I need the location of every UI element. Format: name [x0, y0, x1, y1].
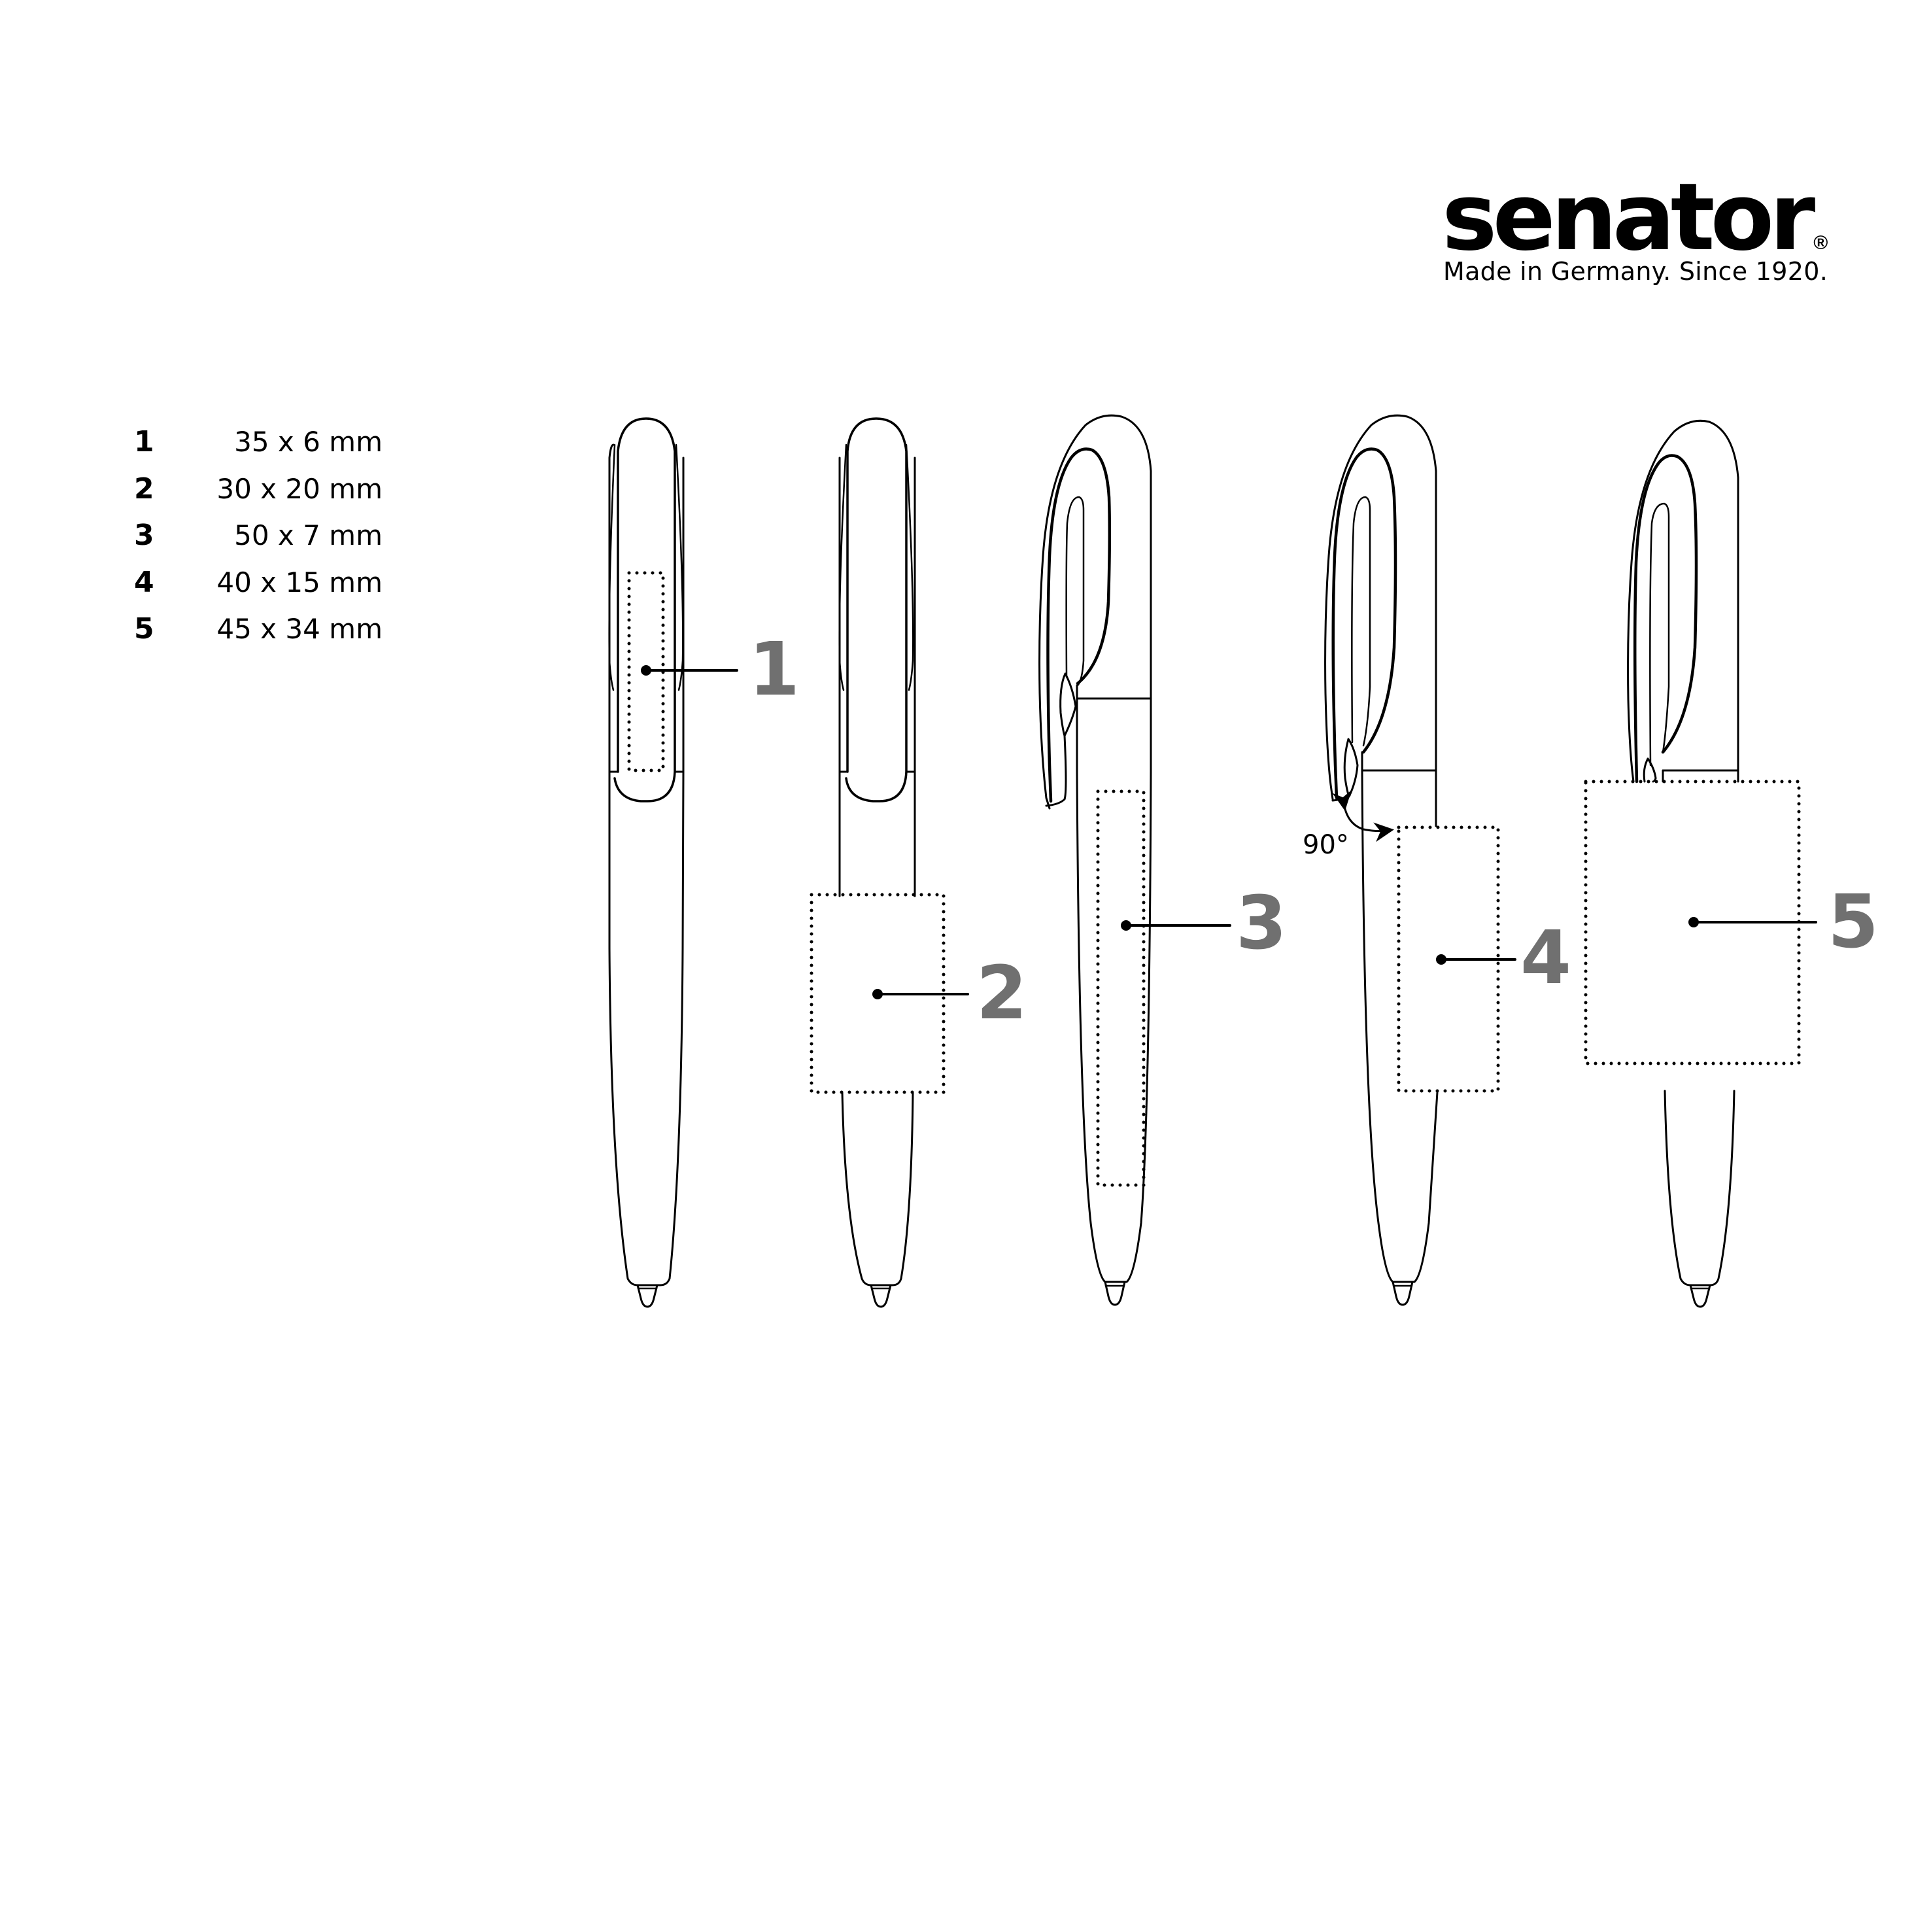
imprint-size-legend: 1 35 x 6 mm 2 30 x 20 mm 3 50 x 7 mm 4 4… [134, 419, 383, 653]
brand-tagline: Made in Germany. Since 1920. [1443, 257, 1828, 286]
legend-number: 4 [134, 565, 154, 599]
legend-row: 2 30 x 20 mm [134, 466, 383, 513]
callout-number-3: 3 [1236, 881, 1287, 966]
pen-3-side-view [1038, 414, 1152, 1306]
legend-size: 40 x 15 mm [216, 566, 383, 598]
pen-4-side-view [1324, 414, 1439, 1306]
legend-size: 50 x 7 mm [234, 519, 383, 552]
legend-number: 3 [134, 519, 154, 553]
pen-5-side-view [1627, 419, 1739, 1308]
legend-row: 3 50 x 7 mm [134, 512, 383, 559]
leader-line-1 [641, 665, 738, 676]
pen-2-front-view [838, 417, 916, 1308]
legend-number: 2 [134, 472, 154, 506]
callout-number-5: 5 [1828, 880, 1879, 965]
rotation-arrow-icon [1332, 789, 1394, 842]
brand-logo: senator® [1442, 171, 1828, 264]
callout-number-4: 4 [1520, 916, 1571, 1001]
legend-size: 45 x 34 mm [216, 613, 383, 646]
legend-size: 35 x 6 mm [234, 426, 383, 458]
angle-label: 90° [1303, 830, 1349, 860]
leader-line-5 [1688, 917, 1817, 927]
pen-1-front-view [608, 417, 685, 1308]
legend-row: 4 40 x 15 mm [134, 559, 383, 606]
legend-number: 5 [134, 612, 154, 646]
registered-mark: ® [1813, 232, 1828, 254]
leader-line-2 [872, 989, 969, 999]
legend-number: 1 [134, 425, 154, 459]
legend-row: 5 45 x 34 mm [134, 606, 383, 653]
print-area-3 [1096, 789, 1146, 1187]
legend-size: 30 x 20 mm [216, 472, 383, 505]
callout-number-2: 2 [976, 951, 1027, 1036]
leader-line-4 [1436, 954, 1516, 965]
legend-row: 1 35 x 6 mm [134, 419, 383, 466]
brand-name: senator [1442, 164, 1815, 271]
leader-line-3 [1121, 920, 1231, 931]
callout-number-1: 1 [749, 627, 800, 712]
